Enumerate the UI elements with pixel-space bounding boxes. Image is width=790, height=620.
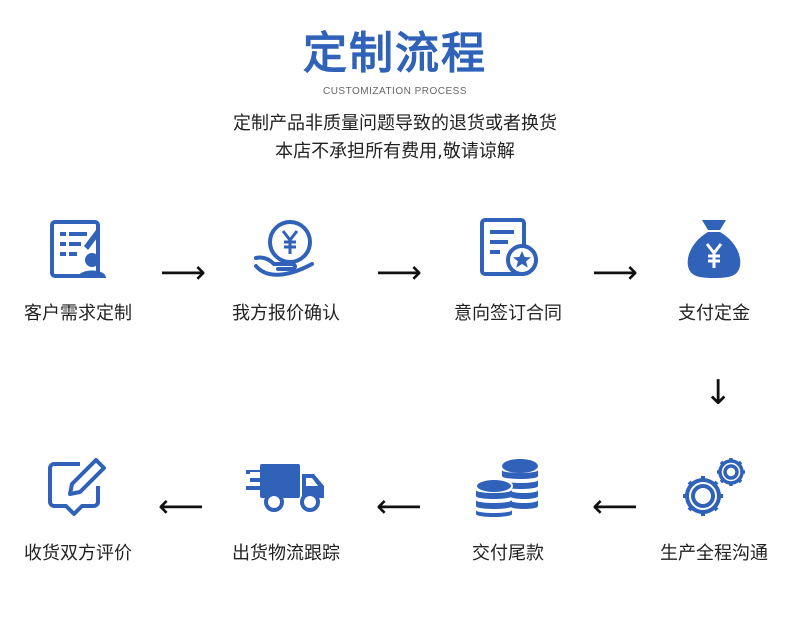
page-title: 定制流程 [303, 28, 487, 79]
gears-icon [674, 452, 754, 524]
step-customer-request: 客户需求定制 [0, 212, 168, 326]
arrow-down: ↓ [704, 373, 733, 413]
step-quote-confirm: 我方报价确认 [196, 212, 376, 326]
step-pay-deposit: 支付定金 [624, 212, 790, 326]
notice-line-1: 定制产品非质量问题导致的退货或者换货 [233, 113, 557, 134]
arrow-right-1: ⟶ [160, 253, 206, 291]
arrow-right-2: ⟶ [376, 253, 422, 291]
step-shipping-tracking: 出货物流跟踪 [196, 452, 376, 566]
page-subtitle: CUSTOMIZATION PROCESS [322, 86, 468, 97]
arrow-left-1: ⟵ [158, 487, 204, 525]
step-label: 意向签订合同 [454, 303, 562, 324]
arrow-right-3: ⟶ [592, 253, 638, 291]
money-bag-icon [674, 212, 754, 284]
step-label: 支付定金 [678, 303, 750, 324]
coin-stack-icon [468, 452, 548, 524]
yuan-hand-icon [246, 212, 326, 284]
arrow-left-2: ⟵ [376, 487, 422, 525]
step-label: 客户需求定制 [24, 303, 132, 324]
step-label: 生产全程沟通 [660, 543, 768, 564]
step-sign-contract: 意向签订合同 [418, 212, 598, 326]
step-label: 出货物流跟踪 [232, 543, 340, 564]
step-label: 交付尾款 [472, 543, 544, 564]
edit-review-icon [38, 452, 118, 524]
step-review: 收货双方评价 [0, 452, 168, 566]
contract-star-icon [468, 212, 548, 284]
delivery-truck-icon [246, 452, 326, 524]
step-final-payment: 交付尾款 [418, 452, 598, 566]
notice-line-2: 本店不承担所有费用,敬请谅解 [275, 141, 515, 162]
step-production-communication: 生产全程沟通 [624, 452, 790, 566]
form-user-icon [38, 212, 118, 284]
arrow-left-3: ⟵ [592, 487, 638, 525]
step-label: 收货双方评价 [24, 543, 132, 564]
step-label: 我方报价确认 [232, 303, 340, 324]
